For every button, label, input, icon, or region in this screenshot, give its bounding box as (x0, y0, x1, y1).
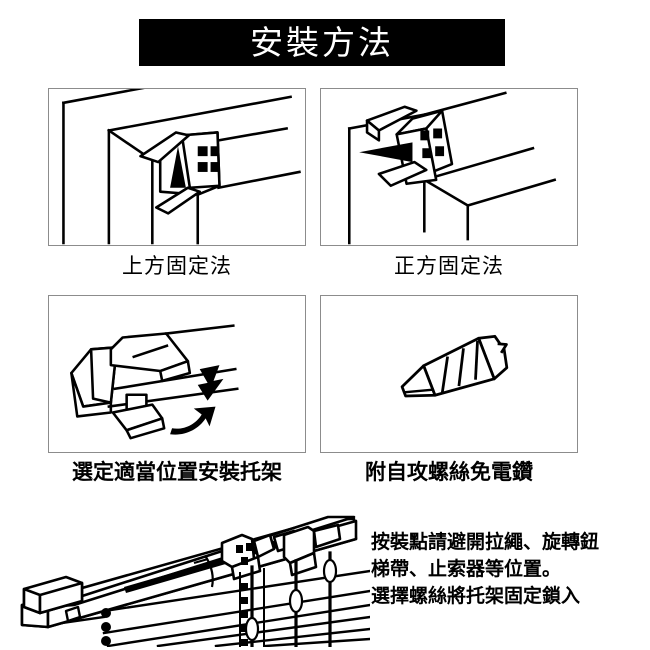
panel-caption-bracket-placement: 選定適當位置安裝托架 (72, 460, 282, 484)
panel-caption-top-mount: 上方固定法 (122, 254, 232, 278)
headrail-into-bracket-icon (70, 324, 239, 440)
note-line-1: 按裝點請避開拉繩、旋轉鈕 (371, 531, 600, 553)
venetian-blind-icon (20, 515, 370, 647)
panel-bracket-placement (48, 295, 306, 453)
panel-screw (320, 295, 578, 453)
self-tapping-screw-icon (400, 334, 509, 398)
note-line-2: 梯帶、止索器等位置。 (371, 558, 562, 580)
panel-face-mount (320, 88, 578, 246)
panel-top-mount (48, 88, 306, 246)
title-banner: 安裝方法 (139, 19, 505, 66)
page-title: 安裝方法 (250, 23, 394, 62)
ceiling-mount-bracket-icon (61, 89, 301, 245)
note-line-3: 選擇螺絲將托架固定鎖入 (371, 585, 581, 607)
face-mount-bracket-icon (347, 91, 557, 245)
blind-headrail-illustration (8, 505, 370, 647)
panel-caption-face-mount: 正方固定法 (394, 254, 504, 278)
installation-notes: 按裝點請避開拉繩、旋轉鈕 梯帶、止索器等位置。 選擇螺絲將托架固定鎖入 (371, 529, 646, 610)
panel-caption-screw: 附自攻螺絲免電鑽 (365, 460, 533, 484)
